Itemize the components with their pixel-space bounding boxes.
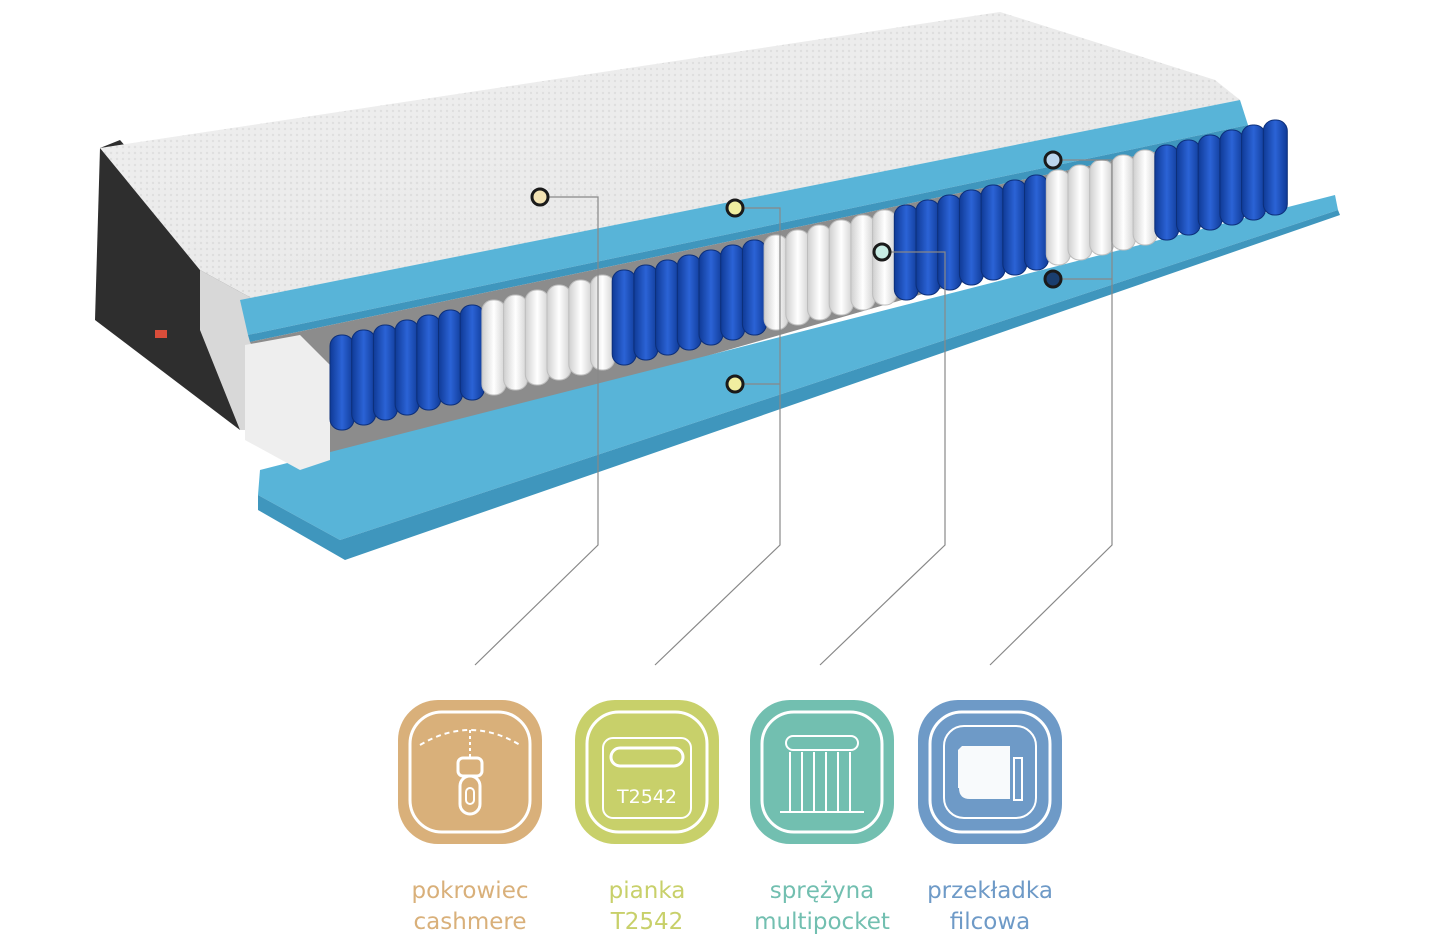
pocket-spring-blue	[741, 239, 767, 336]
pocket-spring-blue	[1002, 179, 1028, 276]
foam-icon	[585, 710, 709, 834]
pocket-spring-blue	[980, 184, 1006, 281]
pocket-spring-blue	[1154, 144, 1180, 241]
pocket-spring-white	[590, 274, 615, 371]
pocket-spring-blue	[720, 244, 746, 341]
marker-foam-top	[725, 198, 745, 218]
feature-foam: T2542 pianka T2542	[572, 700, 722, 938]
pocket-spring-blue	[394, 319, 420, 416]
springs-icon	[760, 710, 884, 834]
foam-label-line2: T2542	[610, 909, 684, 935]
marker-felt-bottom	[1043, 269, 1063, 289]
pocket-spring-blue	[372, 324, 398, 421]
pocket-spring-white	[481, 299, 507, 396]
feature-springs: sprężyna multipocket	[747, 700, 897, 938]
pocket-spring-blue	[459, 304, 485, 401]
pocket-spring-white	[763, 234, 789, 331]
marker-springs	[872, 242, 892, 262]
pocket-spring-white	[546, 284, 572, 381]
pocket-spring-blue	[1262, 119, 1288, 216]
pocket-spring-white	[785, 229, 811, 326]
zipper-icon	[408, 710, 532, 834]
bottom-foam-layer	[258, 195, 1338, 540]
pocket-spring-blue	[698, 249, 724, 346]
feature-cover: pokrowiec cashmere	[395, 700, 545, 938]
foam-icon-label: T2542	[617, 786, 677, 808]
cover-label-line2: cashmere	[413, 909, 527, 935]
pocket-spring-blue	[438, 309, 463, 406]
pocket-spring-white	[828, 219, 854, 316]
pocket-spring-blue	[633, 264, 659, 361]
pocket-spring-blue	[1176, 139, 1201, 236]
marker-foam-bottom	[725, 374, 745, 394]
marker-cover	[530, 187, 550, 207]
tile-foam: T2542	[575, 700, 719, 844]
tile-springs	[750, 700, 894, 844]
pocket-spring-blue	[1024, 174, 1049, 271]
felt-icon	[928, 710, 1052, 834]
tile-cover	[398, 700, 542, 844]
leader-lines	[474, 159, 1113, 666]
marker-dots	[530, 150, 1063, 394]
pocket-spring-blue	[329, 334, 355, 431]
pocket-spring-white	[1067, 164, 1093, 261]
pocket-spring-blue	[1197, 134, 1223, 231]
top-foam-layer	[240, 100, 1248, 335]
pocket-spring-blue	[655, 259, 681, 356]
pocket-spring-blue	[915, 199, 941, 296]
springs-label-line2: multipocket	[754, 909, 890, 935]
pocket-spring-white	[1045, 169, 1071, 266]
pocket-spring-white	[568, 279, 594, 376]
felt-label-line1: przekładka	[927, 878, 1053, 904]
pocket-spring-white	[807, 224, 832, 321]
pocket-spring-white	[1110, 154, 1136, 251]
felt-label-line2: filcowa	[949, 909, 1031, 935]
brand-flag-icon	[155, 330, 167, 338]
pocket-spring-blue	[676, 254, 702, 351]
pocket-spring-white	[1132, 149, 1158, 246]
foam-label-line1: pianka	[608, 878, 686, 904]
pocket-spring-white	[524, 289, 550, 386]
pocket-spring-blue	[351, 329, 377, 426]
end-foam-block	[245, 335, 330, 470]
springs-label-line1: sprężyna	[769, 878, 875, 904]
feature-felt: przekładka filcowa	[915, 700, 1065, 938]
cover-label-line1: pokrowiec	[411, 878, 529, 904]
pocket-spring-blue	[611, 269, 637, 366]
pocket-spring-white	[1089, 159, 1115, 256]
pocket-spring-blue	[937, 194, 963, 291]
marker-felt-top	[1043, 150, 1063, 170]
pocket-spring-blue	[1219, 129, 1245, 226]
pocket-spring-white	[850, 214, 876, 311]
pocket-spring-blue	[958, 189, 984, 286]
pocket-spring-white	[503, 294, 529, 391]
pocket-spring-blue	[1241, 124, 1267, 221]
pocket-spring-blue	[416, 314, 442, 411]
tile-felt	[918, 700, 1062, 844]
